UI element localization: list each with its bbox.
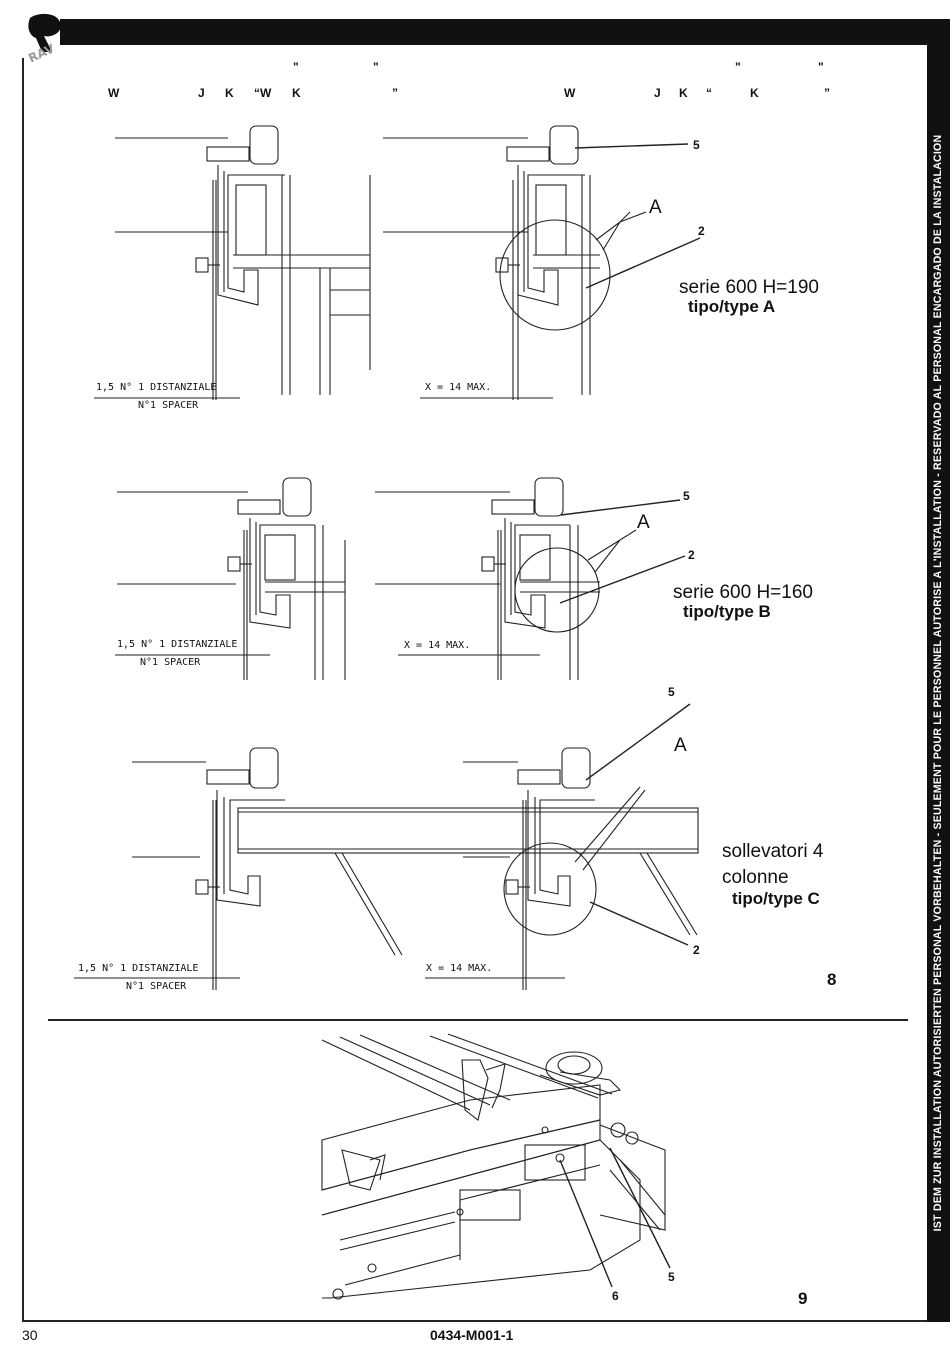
sidebar-bar bbox=[927, 45, 950, 1322]
spacer-label: N°1 SPACER bbox=[140, 657, 201, 668]
section-divider bbox=[48, 1019, 908, 1021]
header-quote: " bbox=[293, 60, 299, 74]
header-quote: " bbox=[818, 60, 824, 74]
detail-a-label: A bbox=[649, 197, 662, 218]
bracket-drawing-row1-right bbox=[383, 125, 701, 400]
header-letter: “ bbox=[706, 86, 712, 100]
clearance-label: X = 14 MAX. bbox=[425, 382, 492, 393]
row1-type: tipo/type A bbox=[688, 297, 776, 316]
frame-bottom-border bbox=[22, 1320, 927, 1322]
bracket-drawing-row3-left bbox=[74, 747, 699, 990]
spacer-label: 1,5 N° 1 DISTANZIALE bbox=[96, 382, 217, 393]
header-quote: " bbox=[373, 60, 379, 74]
header-letter: ” bbox=[824, 86, 830, 100]
brand-logo-icon: RAV bbox=[26, 13, 61, 62]
clearance-label: X = 14 MAX. bbox=[426, 963, 493, 974]
header-letter: K bbox=[292, 86, 301, 100]
spacer-label: 1,5 N° 1 DISTANZIALE bbox=[117, 639, 238, 650]
bracket-drawing-row1-left bbox=[94, 125, 371, 400]
spacer-label: N°1 SPACER bbox=[138, 400, 199, 411]
callout-5: 5 bbox=[668, 685, 675, 699]
header-letter: W bbox=[564, 86, 576, 100]
row1-caption: serie 600 H=190 bbox=[679, 277, 819, 298]
callout-6: 6 bbox=[612, 1289, 619, 1303]
callout-2: 2 bbox=[698, 224, 705, 238]
callout-2: 2 bbox=[688, 548, 695, 562]
figure-8-drawing bbox=[74, 125, 701, 990]
spacer-label: 1,5 N° 1 DISTANZIALE bbox=[78, 963, 199, 974]
row2-caption: serie 600 H=160 bbox=[673, 582, 813, 603]
callout-2: 2 bbox=[693, 943, 700, 957]
frame-left-border bbox=[22, 58, 24, 1320]
clearance-label: X = 14 MAX. bbox=[404, 640, 471, 651]
bracket-drawing-row2-left bbox=[115, 477, 346, 680]
header-quote: " bbox=[735, 60, 741, 74]
header-letter: K bbox=[225, 86, 234, 100]
header-letter: J bbox=[654, 86, 661, 100]
bracket-drawing-row3-right bbox=[425, 703, 698, 990]
row3-caption-line1: sollevatori 4 bbox=[722, 841, 824, 862]
header-letter: J bbox=[198, 86, 205, 100]
header-bar bbox=[60, 19, 950, 45]
header-letter: K bbox=[750, 86, 759, 100]
callout-5: 5 bbox=[693, 138, 700, 152]
header-letter: ” bbox=[392, 86, 398, 100]
row2-type: tipo/type B bbox=[683, 602, 771, 621]
detail-a-label: A bbox=[674, 735, 687, 756]
figure-number: 8 bbox=[827, 970, 837, 989]
bracket-drawing-row2-right bbox=[375, 477, 686, 680]
header-letter: “W bbox=[254, 86, 272, 100]
row3-type: tipo/type C bbox=[732, 889, 820, 908]
row3-caption-line2: colonne bbox=[722, 867, 789, 888]
spacer-label: N°1 SPACER bbox=[126, 981, 187, 992]
header-letter: K bbox=[679, 86, 688, 100]
header-letter: W bbox=[108, 86, 120, 100]
detail-a-label: A bbox=[637, 512, 650, 533]
document-code: 0434-M001-1 bbox=[430, 1327, 514, 1343]
page-number: 30 bbox=[22, 1327, 38, 1343]
figure-number: 9 bbox=[798, 1289, 808, 1308]
callout-5: 5 bbox=[683, 489, 690, 503]
callout-5: 5 bbox=[668, 1270, 675, 1284]
